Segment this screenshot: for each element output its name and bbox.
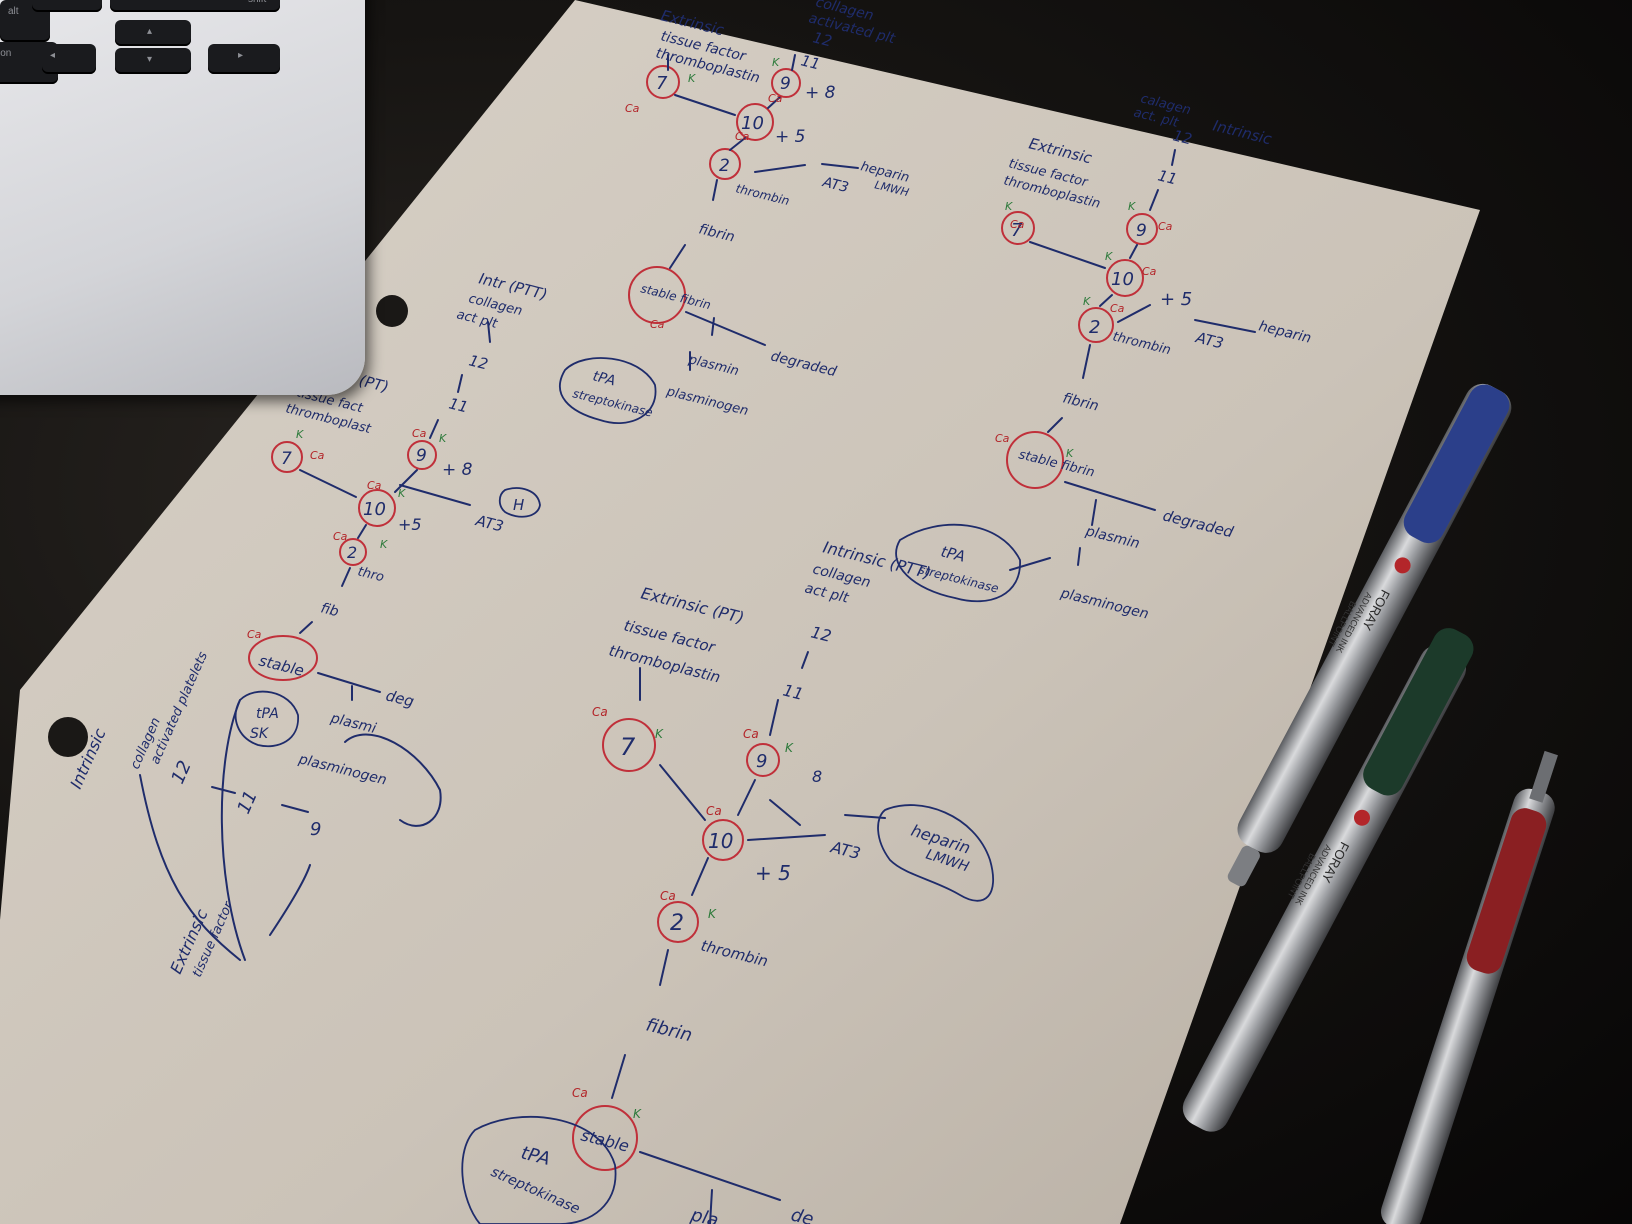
label-factor-9: 9 [780,74,791,94]
mark-k: K [772,56,780,69]
label-factor-11: 11 [447,394,470,416]
mark-ca: Ca [768,92,783,105]
mark-k: K [785,741,794,755]
label-factor-2: 2 [347,543,357,562]
mark-ca: Ca [1142,265,1157,278]
mark-ca: Ca [572,1086,588,1100]
mark-k: K [688,72,696,85]
mark-k: K [1066,447,1074,460]
laptop-key-shift: shift [110,0,280,12]
label-h: H [513,496,524,514]
mark-ca: Ca [743,727,759,741]
mark-ca: Ca [1158,220,1173,233]
label-factor-10: 10 [708,829,733,853]
label-plus-5: + 5 [1160,289,1192,310]
punch-hole [376,295,408,327]
label-factor-2: 2 [1089,317,1100,338]
label-factor-12: 12 [1171,126,1194,148]
mark-k: K [296,428,304,441]
mark-ca: Ca [650,318,665,331]
mark-ca: Ca [1110,302,1125,315]
label-tpa: tPA [591,368,617,389]
mark-ca: Ca [592,705,608,719]
label-factor-8: 8 [812,767,822,786]
label-plus-8: + 8 [805,83,836,103]
label-factor-12: 12 [467,351,490,373]
label-factor-2: 2 [719,156,730,176]
label-factor-12: 12 [811,28,834,50]
label-factor-10: 10 [1111,269,1134,290]
label-factor-9: 9 [1136,221,1147,241]
label-tpa: tPA [256,706,279,722]
mark-ca: Ca [367,479,382,492]
mark-k: K [1083,295,1091,308]
mark-k: K [380,538,388,551]
label-factor-10: 10 [741,113,764,134]
mark-ca: Ca [625,102,640,115]
label-plus-8: + 8 [442,460,473,480]
mark-k: K [1105,250,1113,263]
mark-k: K [633,1107,642,1121]
pen-red [1380,750,1558,1224]
mark-k: K [1005,200,1013,213]
label-fib: fib [319,600,340,620]
laptop-key-arrow-down: ▾ [115,48,191,74]
mark-ca: Ca [706,804,722,818]
label-plus-5: + 5 [755,861,791,885]
label-factor-11: 11 [799,51,822,73]
label-factor-9: 9 [416,446,427,466]
label-plus-5: +5 [398,515,422,534]
label-factor-9: 9 [756,751,767,772]
laptop-key [32,0,102,12]
label-at3: AT3 [820,174,850,196]
label-plasmin: pla [688,1204,721,1224]
label-factor-7: 7 [1011,220,1023,241]
mark-k: K [655,727,664,741]
mark-ca: Ca [247,628,262,641]
label-factor-2: 2 [670,911,684,936]
label-factor-12: 12 [809,622,833,645]
label-factor-9: 9 [310,819,321,840]
mark-k: K [439,432,447,445]
label-factor-11: 11 [1156,166,1179,188]
pen-blue: FORAY ADVANCED INK BALLPOINT [1227,383,1512,887]
laptop-key-arrow-right: ▸ [208,44,280,74]
mark-ca: Ca [995,432,1010,445]
label-sk: SK [250,726,270,742]
mark-ca: Ca [412,427,427,440]
label-degraded: de [789,1204,816,1224]
label-factor-7: 7 [620,733,636,761]
mark-k: K [1128,200,1136,213]
label-factor-7: 7 [281,449,292,469]
label-plus-5: + 5 [775,127,805,147]
label-factor-11: 11 [781,680,805,703]
mark-ca: Ca [310,449,325,462]
laptop-key-arrow-left: ◂ [42,44,96,74]
mark-k: K [708,907,717,921]
laptop-key-arrow-up: ▴ [115,20,191,46]
label-factor-10: 10 [363,499,386,520]
label-factor-7: 7 [656,73,668,94]
mark-ca: Ca [1010,218,1025,231]
paper-sheet [0,0,1480,1224]
label-thro: thro [356,564,386,585]
cofactor-marks: Ca Ca Ca Ca Ca Ca Ca Ca Ca Ca Ca Ca Ca C… [247,56,1173,1121]
label-tpa: tPA [939,542,967,565]
mark-ca: Ca [660,889,676,903]
mark-ca: Ca [735,130,750,143]
punch-hole [48,717,88,757]
mark-ca: Ca [333,530,348,543]
mark-k: K [398,487,406,500]
laptop: alt ion ◂ ▴ ▾ ▸ shift [0,0,365,395]
